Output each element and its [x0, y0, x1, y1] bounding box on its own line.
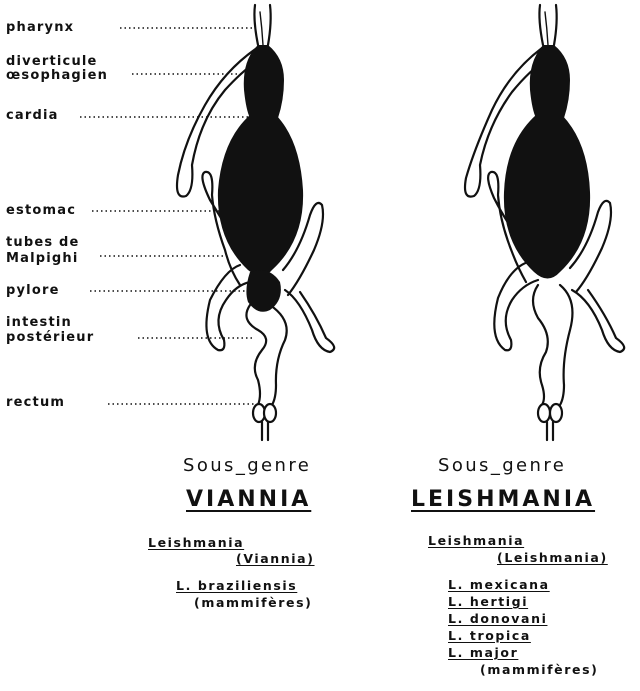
- cardia-viannia: [244, 45, 284, 118]
- cardia-leishmania: [530, 45, 570, 118]
- right-species-3: L. donovani: [448, 611, 547, 626]
- right-species-title-2: (Leishmania): [497, 550, 608, 565]
- label-pharynx: pharynx: [6, 21, 74, 35]
- right-genus-title: LEISHMANIA: [411, 487, 595, 512]
- label-tubes: tubes de: [6, 236, 80, 250]
- label-malpighi: Malpighi: [6, 252, 79, 266]
- pylore-viannia: [246, 270, 280, 312]
- right-species-5: L. major: [448, 645, 518, 660]
- right-subgenus: Sous_genre: [438, 455, 566, 476]
- left-species-title-2: (Viannia): [236, 551, 315, 566]
- right-hosts: (mammifères): [480, 662, 598, 677]
- intestin-posterieur: [246, 305, 266, 405]
- right-species-title-1: Leishmania: [428, 533, 524, 548]
- label-estomac: estomac: [6, 204, 76, 218]
- label-rectum: rectum: [6, 396, 65, 410]
- right-species-1: L. mexicana: [448, 577, 550, 592]
- right-species-2: L. hertigi: [448, 594, 528, 609]
- label-oesophagien: œsophagien: [6, 69, 108, 83]
- left-subgenus: Sous_genre: [183, 455, 311, 476]
- estomac-leishmania: [504, 115, 590, 279]
- right-species-4: L. tropica: [448, 628, 531, 643]
- label-cardia: cardia: [6, 109, 59, 123]
- label-intestin: intestin: [6, 316, 72, 330]
- label-diverticule: diverticule: [6, 55, 98, 69]
- left-species-1: L. braziliensis: [176, 578, 297, 593]
- label-pylore: pylore: [6, 284, 60, 298]
- left-species-title-1: Leishmania: [148, 535, 244, 550]
- label-posterieur: postérieur: [6, 331, 94, 345]
- estomac-viannia: [218, 115, 303, 276]
- left-genus-title: VIANNIA: [186, 487, 311, 512]
- left-hosts: (mammifères): [194, 595, 312, 610]
- pharynx-tube-left: [254, 5, 258, 45]
